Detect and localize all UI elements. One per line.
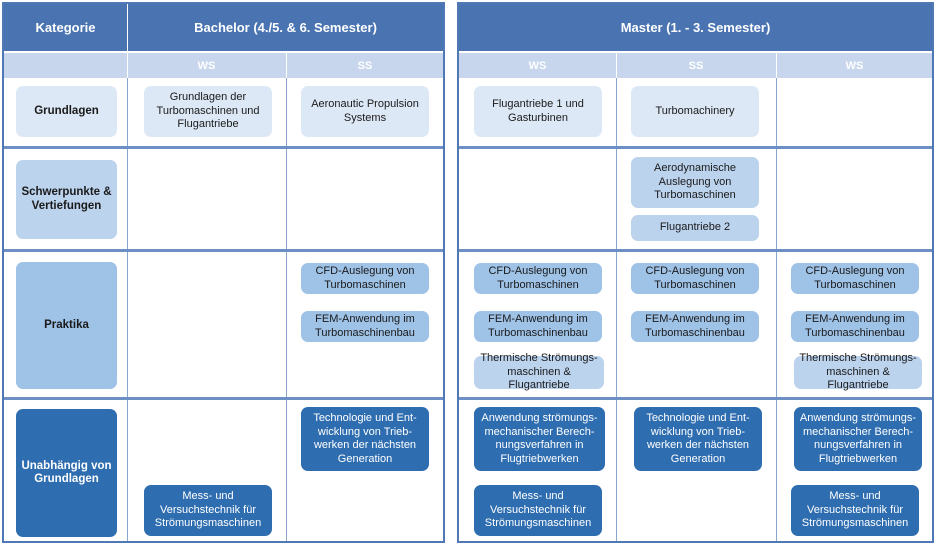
row-divider (4, 146, 443, 149)
master-header: Master (1. - 3. Semester) (620, 20, 771, 35)
column-divider (286, 78, 287, 541)
course-fem-anwendung: FEM-Anwendung im Turbomaschinenbau (474, 311, 602, 342)
row-divider (459, 397, 932, 400)
course-flugantriebe-1: Flugantriebe 1 und Gasturbinen (474, 86, 602, 137)
bachelor-ss-header: SS (357, 59, 373, 72)
course-cfd-auslegung: CFD-Auslegung von Turbomaschinen (301, 263, 429, 294)
course-flugantriebe-2: Flugantriebe 2 (631, 215, 759, 241)
row-divider (4, 397, 443, 400)
course-fem-anwendung: FEM-Anwendung im Turbomaschinenbau (791, 311, 919, 342)
course-mess-versuchstechnik: Mess- und Versuchstechnik für Strömungsm… (144, 485, 272, 536)
course-mess-versuchstechnik: Mess- und Versuchstechnik für Strömungsm… (474, 485, 602, 536)
bachelor-panel: Kategorie Bachelor (4./5. & 6. Semester)… (2, 2, 445, 543)
kategorie-header: Kategorie (35, 20, 96, 35)
course-cfd-auslegung: CFD-Auslegung von Turbomaschinen (631, 263, 759, 294)
bachelor-ws-header: WS (197, 59, 216, 72)
course-turbomachinery: Turbomachinery (631, 86, 759, 137)
column-divider (616, 78, 617, 541)
header-bar: Master (1. - 3. Semester) (459, 4, 932, 51)
course-thermische-stroemungsmaschinen: Thermische Strömungs-maschinen & Flugant… (474, 352, 604, 391)
course-technologie-entwicklung: Technologie und Ent-wicklung von Trieb-w… (301, 407, 429, 471)
master-panel: Master (1. - 3. Semester) WS SS WS Fluga… (457, 2, 934, 543)
course-fem-anwendung: FEM-Anwendung im Turbomaschinenbau (631, 311, 759, 342)
course-thermische-stroemungsmaschinen: Thermische Strömungs-maschinen & Flugant… (794, 352, 922, 391)
row-divider (459, 146, 932, 149)
course-mess-versuchstechnik: Mess- und Versuchstechnik für Strömungsm… (791, 485, 919, 536)
column-divider (776, 78, 777, 541)
course-cfd-auslegung: CFD-Auslegung von Turbomaschinen (791, 263, 919, 294)
master-ws2-header: WS (845, 59, 864, 72)
master-ss-header: SS (688, 59, 704, 72)
course-grundlagen-turbomaschinen: Grundlagen der Turbomaschinen und Flugan… (144, 86, 272, 137)
bachelor-header: Bachelor (4./5. & 6. Semester) (194, 20, 377, 35)
course-anwendung-berechnungsverfahren: Anwendung strömungs-mechanischer Berech-… (794, 407, 922, 471)
course-anwendung-berechnungsverfahren: Anwendung strömungs-mechanischer Berech-… (474, 407, 605, 471)
semester-subheader: WS SS WS (459, 53, 932, 78)
master-ws1-header: WS (528, 59, 547, 72)
course-cfd-auslegung: CFD-Auslegung von Turbomaschinen (474, 263, 602, 294)
header-bar: Kategorie Bachelor (4./5. & 6. Semester) (4, 4, 443, 51)
row-divider (4, 249, 443, 252)
course-technologie-entwicklung: Technologie und Ent-wicklung von Trieb-w… (634, 407, 762, 471)
category-unabhaengig: Unabhängig von Grundlagen (16, 409, 117, 537)
course-aerodynamische-auslegung: Aerodynamische Auslegung von Turbomaschi… (631, 157, 759, 208)
course-fem-anwendung: FEM-Anwendung im Turbomaschinenbau (301, 311, 429, 342)
category-praktika: Praktika (16, 262, 117, 389)
category-grundlagen: Grundlagen (16, 86, 117, 137)
category-schwerpunkte: Schwerpunkte & Vertiefungen (16, 160, 117, 239)
row-divider (459, 249, 932, 252)
column-divider (127, 78, 128, 541)
course-aeronautic-propulsion: Aeronautic Propulsion Systems (301, 86, 429, 137)
semester-subheader: WS SS (4, 53, 443, 78)
